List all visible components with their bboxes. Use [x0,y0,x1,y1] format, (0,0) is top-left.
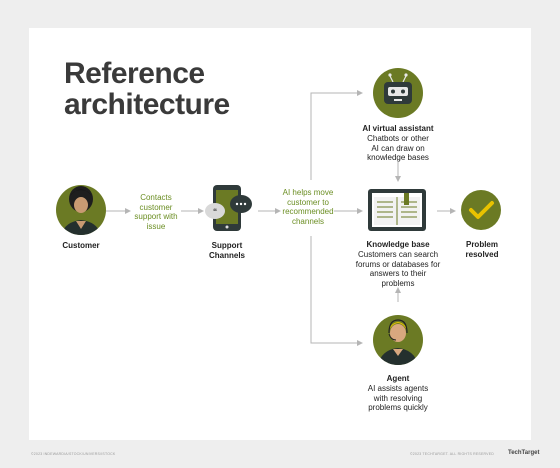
edge-label-ai-helps: AI helps move customer to recommended ch… [282,188,334,226]
knowledge-name: Knowledge base [366,240,430,249]
resolved-label: Problem resolved [461,240,503,260]
agent-name: Agent [386,374,410,383]
footer-credit-right: ©2023 TECHTARGET. ALL RIGHTS RESERVED [410,452,494,456]
resolved-name: Problem resolved [465,240,499,259]
ai-assistant-name: AI virtual assistant [362,124,434,133]
agent-label: Agent AI assists agents with resolving p… [356,374,440,413]
support-label: Support Channels [198,241,256,261]
ai-assistant-label: AI virtual assistant Chatbots or other A… [352,124,444,163]
customer-name: Customer [62,241,100,250]
knowledge-label: Knowledge base Customers can search foru… [350,240,446,288]
robot-icon [373,68,423,118]
ai-assistant-desc: Chatbots or other AI can draw on knowled… [367,134,429,162]
edge-label-contacts: Contacts customer support with issue [134,193,178,231]
page-title: Reference architecture [64,57,230,121]
knowledge-desc: Customers can search forums or databases… [355,250,441,288]
arrow-branch-to-assistant [310,90,363,180]
arrow-branch-to-agent [310,236,363,346]
customer-icon [56,185,106,235]
support-name: Support Channels [208,241,245,260]
connectors [106,90,456,346]
diagram-card [29,28,531,440]
customer-label: Customer [46,241,116,251]
book-icon [368,189,426,231]
footer-credit-left: ©2023 INDEWARDIA/STOCK/UNIVERS/ISTOCK [31,452,116,456]
phone-chat-icon: ❝ [205,185,252,231]
agent-headset-icon [373,315,423,365]
check-icon [461,190,501,230]
brand-logo: TechTarget [508,450,540,456]
svg-text:❝: ❝ [213,207,217,216]
agent-desc: AI assists agents with resolving problem… [367,384,429,412]
